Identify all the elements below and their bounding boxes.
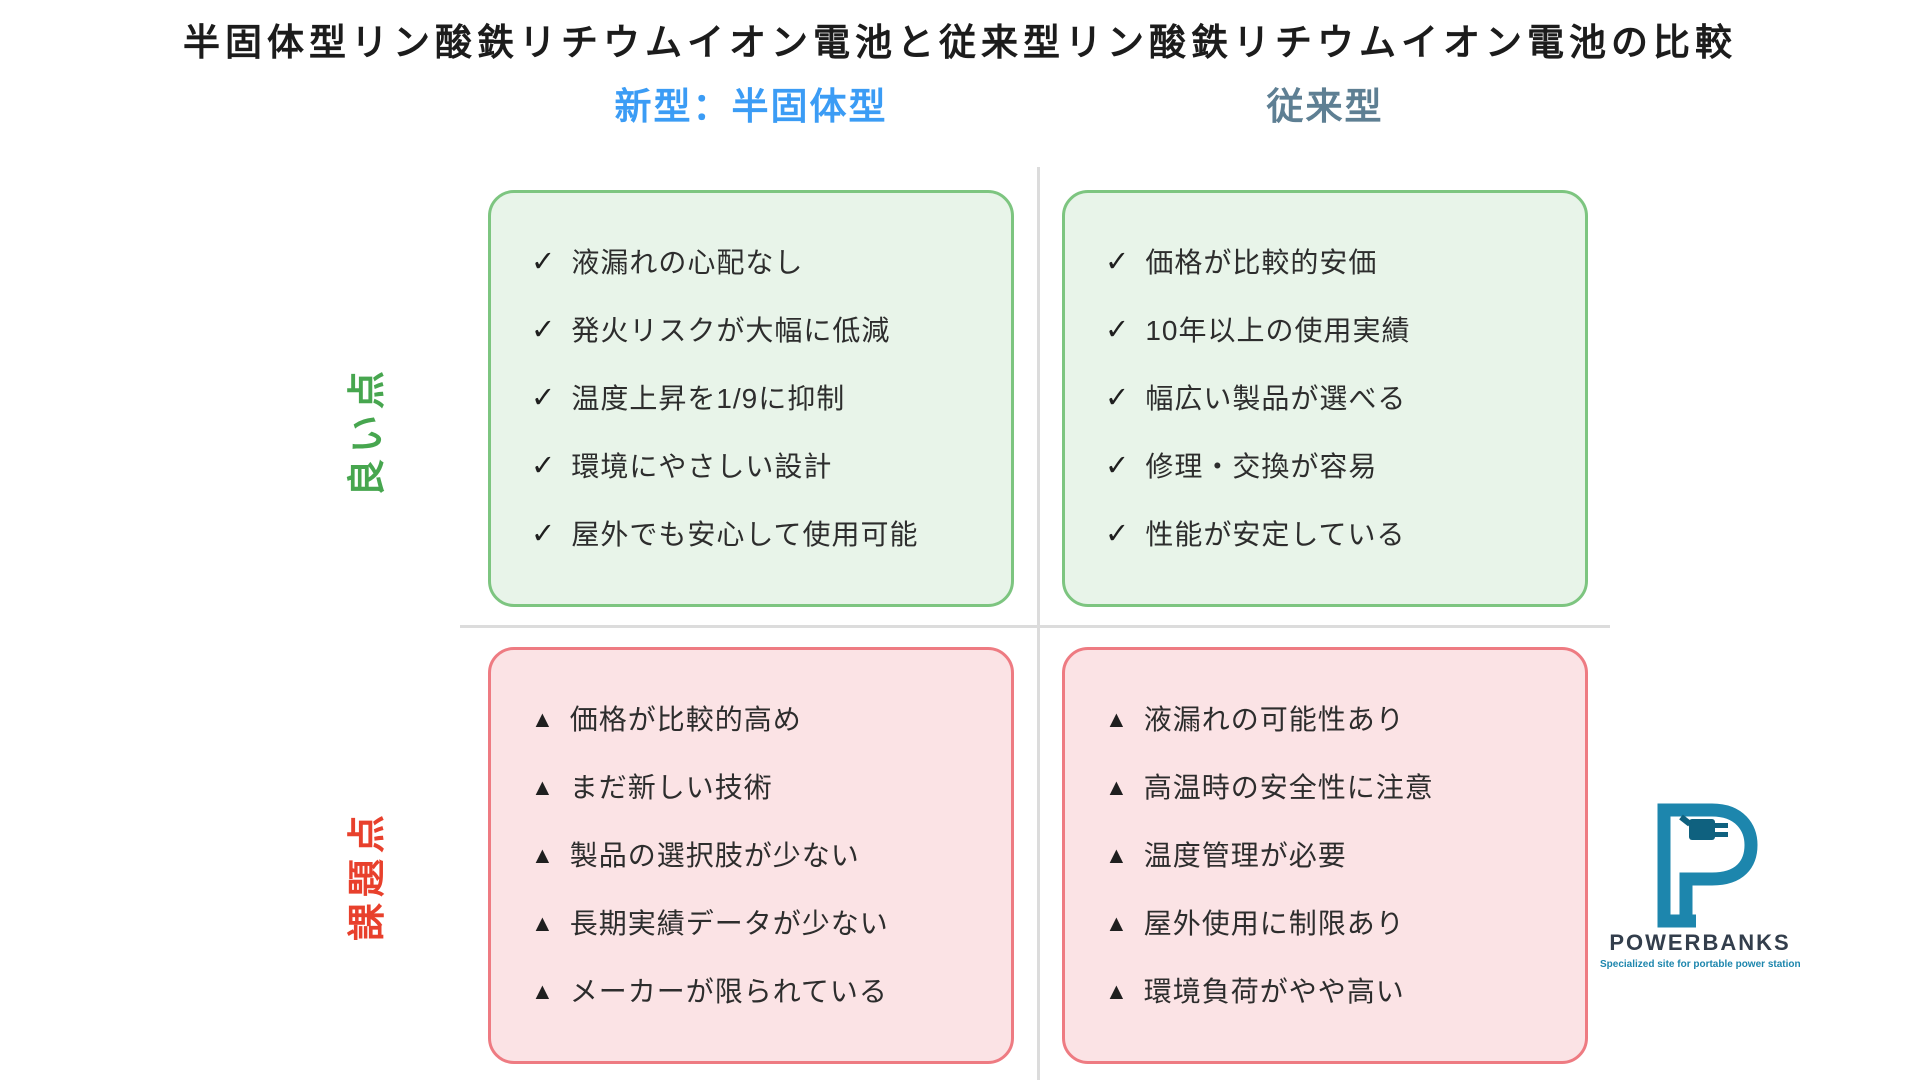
list-item-text: 性能が安定している	[1145, 519, 1406, 550]
warning-triangle-icon: ▲	[531, 842, 555, 868]
list-item-text: 修理・交換が容易	[1145, 451, 1378, 482]
check-icon: ✓	[531, 450, 557, 482]
list-item: ▲ メーカーが限られている	[531, 975, 1011, 1008]
column-header-conventional-type: 従来型	[1266, 86, 1384, 127]
list-item-text: 発火リスクが大幅に低減	[571, 315, 891, 346]
page-title: 半固体型リン酸鉄リチウムイオン電池と従来型リン酸鉄リチウムイオン電池の比較	[183, 22, 1737, 63]
list-item-text: 長期実績データが少ない	[569, 908, 889, 939]
horizontal-divider	[460, 625, 1610, 628]
list-item-text: 液漏れの心配なし	[571, 247, 804, 278]
list-item-text: 10年以上の使用実績	[1145, 315, 1411, 346]
vertical-divider	[1037, 167, 1040, 1080]
list-item-text: 価格が比較的高め	[569, 704, 802, 735]
list-item-text: 製品の選択肢が少ない	[569, 840, 860, 871]
list-item-text: 屋外でも安心して使用可能	[571, 519, 919, 550]
column-header-new-type: 新型：半固体型	[614, 86, 888, 127]
warning-triangle-icon: ▲	[1105, 842, 1129, 868]
list-item-text: 屋外使用に制限あり	[1143, 908, 1405, 939]
quadrant-new-issue-points: ▲ 価格が比較的高め ▲ まだ新しい技術 ▲ 製品の選択肢が少ない ▲ 長期実績データが…	[488, 647, 1014, 1064]
list-item-text: 温度管理が必要	[1143, 840, 1347, 871]
list-item: ✓ 幅広い製品が選べる	[1105, 382, 1585, 415]
warning-triangle-icon: ▲	[531, 706, 555, 732]
list-item: ✓ 屋外でも安心して使用可能	[531, 518, 1011, 551]
list-item-text: 環境負荷がやや高い	[1143, 976, 1405, 1007]
warning-triangle-icon: ▲	[531, 978, 555, 1004]
list-item: ▲ 環境負荷がやや高い	[1105, 975, 1585, 1008]
check-icon: ✓	[531, 518, 557, 550]
list-item-text: 温度上昇を1/9に抑制	[571, 383, 846, 414]
list-item: ✓ 発火リスクが大幅に低減	[531, 314, 1011, 347]
list-item: ✓ 環境にやさしい設計	[531, 450, 1011, 483]
list-item-text: まだ新しい技術	[569, 772, 773, 803]
list-item-text: 液漏れの可能性あり	[1143, 704, 1405, 735]
warning-triangle-icon: ▲	[1105, 978, 1129, 1004]
check-icon: ✓	[1105, 246, 1131, 278]
quadrant-new-good-points: ✓ 液漏れの心配なし ✓ 発火リスクが大幅に低減 ✓ 温度上昇を1/9に抑制 ✓ 環境に…	[488, 190, 1014, 607]
list-item: ✓ 10年以上の使用実績	[1105, 314, 1585, 347]
powerbanks-logo: POWERBANKS Specialized site for portable…	[1600, 788, 1801, 970]
warning-triangle-icon: ▲	[1105, 774, 1129, 800]
list-item: ▲ 価格が比較的高め	[531, 703, 1011, 736]
check-icon: ✓	[1105, 518, 1131, 550]
list-item: ✓ 性能が安定している	[1105, 518, 1585, 551]
list-item: ▲ まだ新しい技術	[531, 771, 1011, 804]
list-item-text: 価格が比較的安価	[1145, 247, 1378, 278]
row-label-good-points: 良い点	[347, 365, 389, 498]
list-item: ✓ 液漏れの心配なし	[531, 246, 1011, 279]
quadrant-conventional-good-points: ✓ 価格が比較的安価 ✓ 10年以上の使用実績 ✓ 幅広い製品が選べる ✓ 修理・交換が…	[1062, 190, 1588, 607]
row-label-issue-points: 課題点	[347, 809, 389, 942]
check-icon: ✓	[531, 246, 557, 278]
list-item-text: 幅広い製品が選べる	[1145, 383, 1407, 414]
quadrant-conventional-issue-points: ▲ 液漏れの可能性あり ▲ 高温時の安全性に注意 ▲ 温度管理が必要 ▲ 屋外使用に制限…	[1062, 647, 1588, 1064]
list-item-text: 高温時の安全性に注意	[1143, 772, 1434, 803]
list-item: ▲ 製品の選択肢が少ない	[531, 839, 1011, 872]
list-item: ✓ 修理・交換が容易	[1105, 450, 1585, 483]
list-item: ▲ 屋外使用に制限あり	[1105, 907, 1585, 940]
list-item: ▲ 液漏れの可能性あり	[1105, 703, 1585, 736]
warning-triangle-icon: ▲	[531, 910, 555, 936]
list-item-text: メーカーが限られている	[569, 976, 888, 1007]
check-icon: ✓	[1105, 382, 1131, 414]
warning-triangle-icon: ▲	[531, 774, 555, 800]
check-icon: ✓	[1105, 450, 1131, 482]
list-item-text: 環境にやさしい設計	[571, 451, 833, 482]
list-item: ▲ 高温時の安全性に注意	[1105, 771, 1585, 804]
list-item: ✓ 価格が比較的安価	[1105, 246, 1585, 279]
list-item: ▲ 温度管理が必要	[1105, 839, 1585, 872]
p-letter-icon	[1657, 803, 1758, 928]
warning-triangle-icon: ▲	[1105, 706, 1129, 732]
logo-wordmark: POWERBANKS	[1609, 930, 1791, 955]
list-item: ✓ 温度上昇を1/9に抑制	[531, 382, 1011, 415]
check-icon: ✓	[531, 314, 557, 346]
logo-tagline: Specialized site for portable power stat…	[1600, 959, 1801, 970]
plug-icon	[1679, 814, 1728, 840]
check-icon: ✓	[531, 382, 557, 414]
list-item: ▲ 長期実績データが少ない	[531, 907, 1011, 940]
warning-triangle-icon: ▲	[1105, 910, 1129, 936]
check-icon: ✓	[1105, 314, 1131, 346]
